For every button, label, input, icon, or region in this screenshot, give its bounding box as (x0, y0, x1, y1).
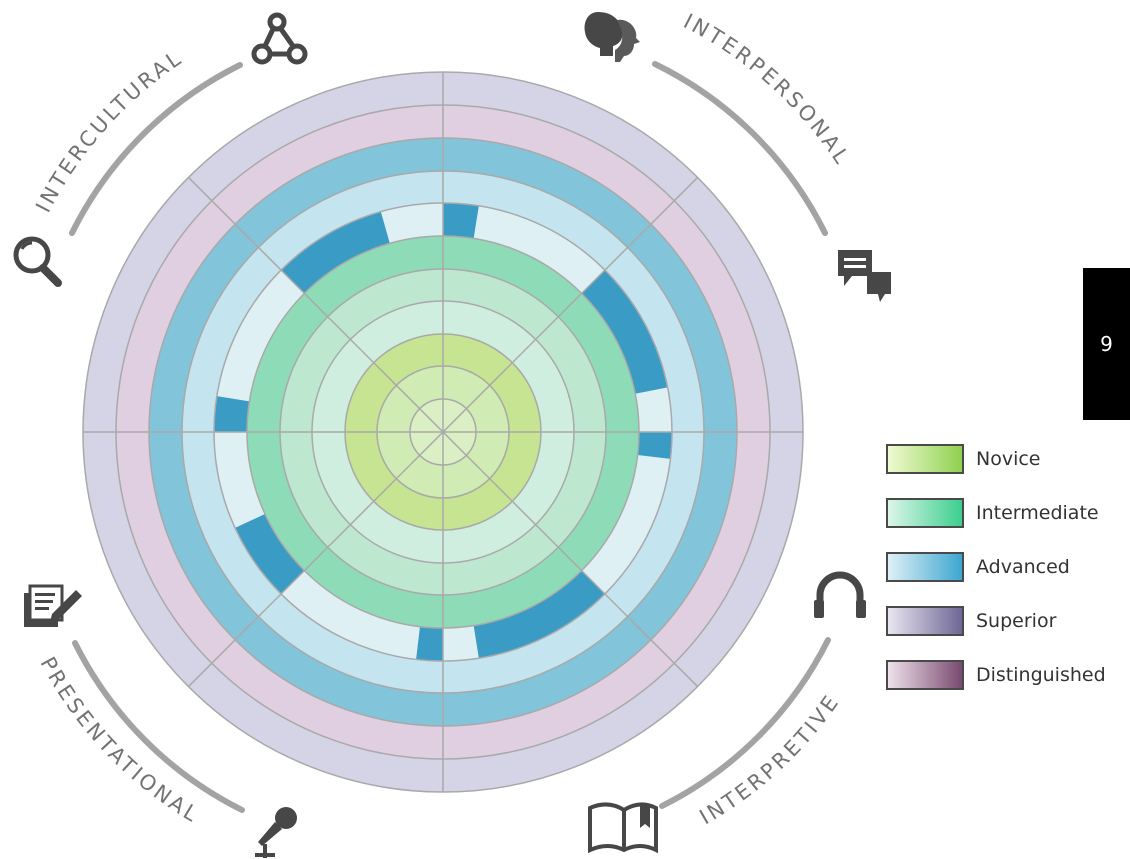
legend-item-novice: Novice (886, 432, 1130, 486)
presentational-arc (72, 640, 245, 813)
edit-document-icon (24, 584, 82, 627)
legend-label-advanced: Advanced (976, 556, 1070, 578)
legend-item-advanced: Advanced (886, 540, 1130, 594)
page-number-tab: 9 (1083, 268, 1130, 420)
mode-label-intercultural: INTERCULTURAL (31, 45, 184, 216)
network-nodes-icon (251, 12, 308, 65)
page-number: 9 (1100, 332, 1113, 356)
highlight-segment-3 (637, 432, 672, 459)
section-spoke (442, 176, 699, 433)
legend-item-distinguished: Distinguished (886, 648, 1130, 702)
chat-bubbles-icon (838, 250, 891, 302)
speaking-heads-icon (584, 12, 640, 62)
mode-label-presentational: PRESENTATIONAL (36, 653, 202, 828)
highlight-segment-6 (235, 514, 305, 594)
highlight-segment-1 (443, 203, 479, 239)
legend-item-intermediate: Intermediate (886, 486, 1130, 540)
magnifier-icon (13, 236, 62, 287)
highlight-segment-8 (281, 211, 390, 294)
mode-label-interpretive: INTERPRETIVE (696, 689, 842, 829)
highlight-segment-4 (473, 570, 605, 659)
legend-swatch-distinguished (886, 660, 964, 690)
highlight-segment-5 (416, 626, 443, 661)
legend-label-distinguished: Distinguished (976, 664, 1106, 686)
intercultural-arc (69, 62, 243, 236)
legend-swatch-superior (886, 606, 964, 636)
progress-highlights (214, 203, 672, 661)
legend-swatch-intermediate (886, 498, 964, 528)
section-spoke (187, 431, 444, 688)
interpretive-arc (659, 637, 831, 809)
open-book-icon (588, 802, 658, 854)
legend-label-intermediate: Intermediate (976, 502, 1099, 524)
legend-swatch-novice (886, 444, 964, 474)
svg-text:INTERCULTURAL: INTERCULTURAL (31, 45, 187, 216)
proficiency-legend: Novice Intermediate Advanced Superior Di… (886, 432, 1130, 702)
svg-text:INTERPRETIVE: INTERPRETIVE (696, 689, 845, 829)
highlight-segment-2 (581, 270, 668, 394)
highlight-segment-7 (214, 396, 250, 432)
interpersonal-arc (652, 61, 828, 236)
section-spoke (187, 176, 444, 433)
legend-label-superior: Superior (976, 610, 1057, 632)
microphone-icon (255, 807, 297, 858)
section-dividers (82, 71, 804, 793)
legend-label-novice: Novice (976, 448, 1041, 470)
headphones-icon (814, 571, 866, 618)
legend-swatch-advanced (886, 552, 964, 582)
legend-item-superior: Superior (886, 594, 1130, 648)
svg-text:PRESENTATIONAL: PRESENTATIONAL (36, 653, 205, 828)
section-spoke (442, 431, 699, 688)
